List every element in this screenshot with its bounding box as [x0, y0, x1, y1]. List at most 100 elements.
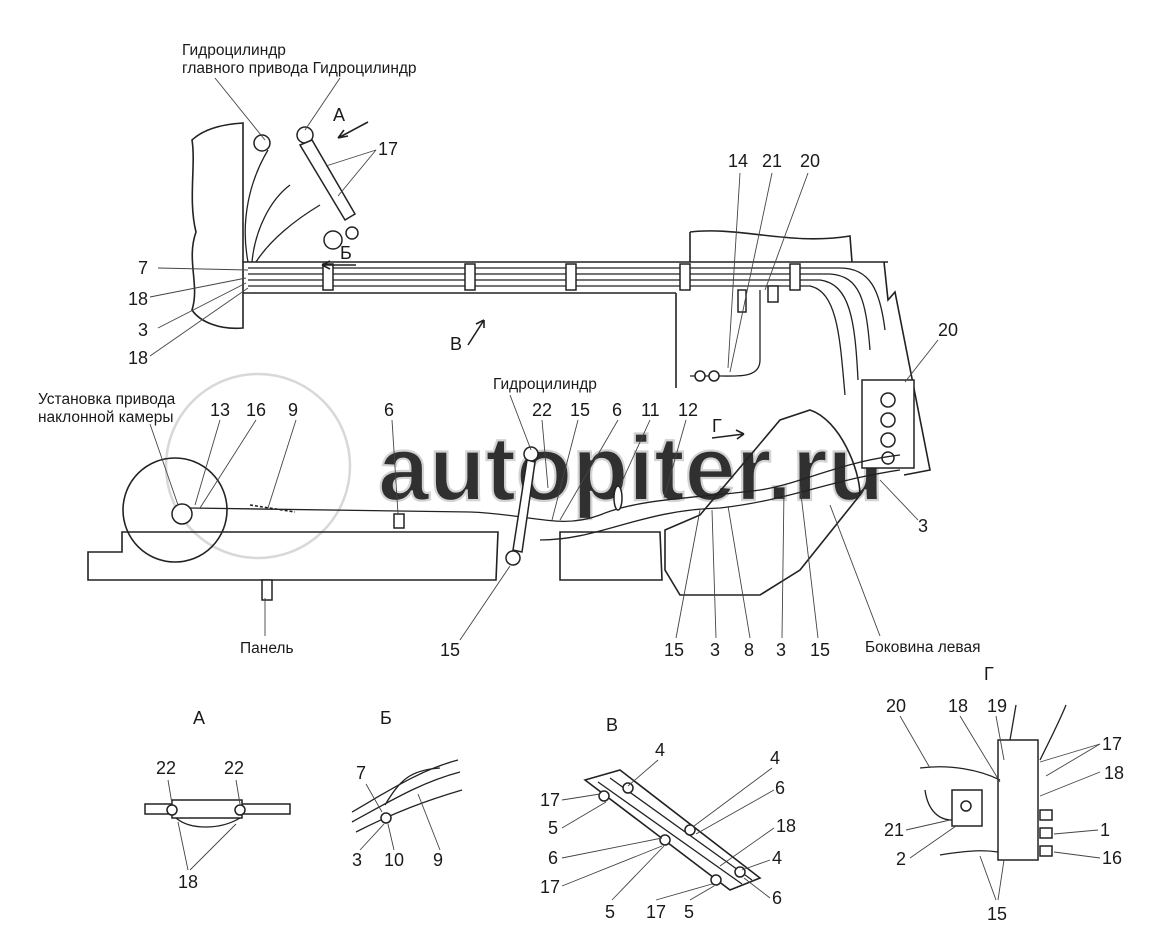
leader — [157, 282, 247, 329]
leader — [627, 759, 659, 787]
fitting-ring — [694, 370, 706, 382]
view-a-title: А — [193, 708, 205, 728]
leader — [1053, 829, 1099, 835]
callout: 15 — [570, 400, 590, 420]
callout: 15 — [987, 904, 1007, 924]
leader — [1039, 771, 1101, 797]
detail-view-a: А 22 22 18 — [144, 708, 291, 892]
detail-view-b: Б 7 3 10 9 — [351, 708, 463, 870]
callout: 20 — [886, 696, 906, 716]
callout: 17 — [378, 139, 398, 159]
callout: 18 — [128, 348, 148, 368]
callout: 3 — [138, 320, 148, 340]
leader — [177, 821, 189, 871]
view-a-fitting — [166, 804, 178, 816]
callout: 4 — [655, 740, 665, 760]
view-a-fitting — [234, 804, 246, 816]
callout: 10 — [384, 850, 404, 870]
callout: 22 — [532, 400, 552, 420]
leader — [189, 823, 237, 871]
right-box-outline — [689, 230, 853, 263]
view-g-title: Г — [984, 664, 994, 684]
view-letter-g-marker: Г — [712, 416, 722, 436]
cylinder-eye — [505, 550, 521, 566]
leader — [391, 419, 399, 515]
view-v-tube — [609, 777, 753, 881]
view-letter-b-marker: Б — [340, 243, 352, 263]
callout: 7 — [138, 258, 148, 278]
callout: 3 — [776, 640, 786, 660]
callout: 17 — [646, 902, 666, 922]
leader — [727, 505, 751, 639]
leader — [304, 77, 341, 131]
leader — [561, 837, 663, 859]
right-frame-outline — [675, 261, 931, 476]
leader — [695, 789, 775, 835]
fitting-ring — [708, 370, 720, 382]
leader — [387, 823, 395, 851]
callout: 2 — [896, 849, 906, 869]
leader — [149, 277, 247, 298]
valve-port — [881, 451, 895, 465]
callout: 22 — [156, 758, 176, 778]
leader — [729, 172, 773, 373]
beam-clamp — [322, 263, 334, 291]
cylinder-hose — [244, 149, 269, 263]
callout: 5 — [605, 902, 615, 922]
hose-run-2 — [248, 273, 871, 351]
callout: 15 — [440, 640, 460, 660]
callout: 11 — [641, 400, 660, 420]
callout: 14 — [728, 151, 748, 171]
fitting — [737, 289, 747, 313]
view-v-clamp — [684, 824, 696, 836]
panel-segment — [559, 531, 663, 581]
callout: 17 — [540, 877, 560, 897]
lower-frame — [87, 409, 901, 601]
leader — [719, 827, 775, 867]
view-letter-a-marker: А — [333, 105, 345, 125]
view-a-arrow — [337, 121, 369, 139]
view-v-title: В — [606, 715, 618, 735]
leader — [1039, 743, 1101, 763]
callout: 17 — [1102, 734, 1122, 754]
fitting — [767, 285, 779, 303]
beam-clamp — [679, 263, 691, 291]
leader — [214, 77, 266, 141]
leader — [417, 793, 441, 851]
callout: 9 — [288, 400, 298, 420]
view-b-hose — [384, 767, 441, 806]
hose-run-3 — [248, 279, 859, 381]
cylinder-hose — [255, 204, 321, 263]
callout: 5 — [684, 902, 694, 922]
leader — [663, 419, 687, 499]
leader — [541, 419, 549, 489]
clip — [393, 513, 405, 529]
leader — [743, 877, 771, 899]
callout: 18 — [178, 872, 198, 892]
leader — [741, 859, 771, 871]
callout: 4 — [770, 748, 780, 768]
hose-run-4 — [248, 285, 846, 396]
title-mid-cylinder: Гидроцилиндр — [493, 376, 597, 393]
view-v-clamp — [734, 866, 746, 878]
callout: 7 — [356, 763, 366, 783]
leader — [551, 419, 579, 521]
leader — [655, 883, 713, 901]
drive-pulley — [122, 457, 228, 563]
pulley-hub — [171, 503, 193, 525]
leader — [337, 149, 377, 197]
detail-view-v: В 4 4 6 17 5 18 6 4 17 6 5 17 5 — [540, 715, 796, 922]
callout: 3 — [918, 516, 928, 536]
view-v-rail — [583, 769, 762, 891]
cylinder-eye — [323, 230, 343, 250]
view-b-hose — [355, 789, 463, 833]
detail-view-g: Г 20 18 19 17 18 21 1 2 16 15 — [884, 664, 1124, 924]
leader — [995, 715, 1005, 761]
valve-port — [880, 392, 896, 408]
leader — [979, 855, 997, 901]
callout: 21 — [762, 151, 782, 171]
title-panel: Панель — [240, 640, 294, 657]
beam-clamp — [565, 263, 577, 291]
view-g-hose — [939, 850, 999, 856]
